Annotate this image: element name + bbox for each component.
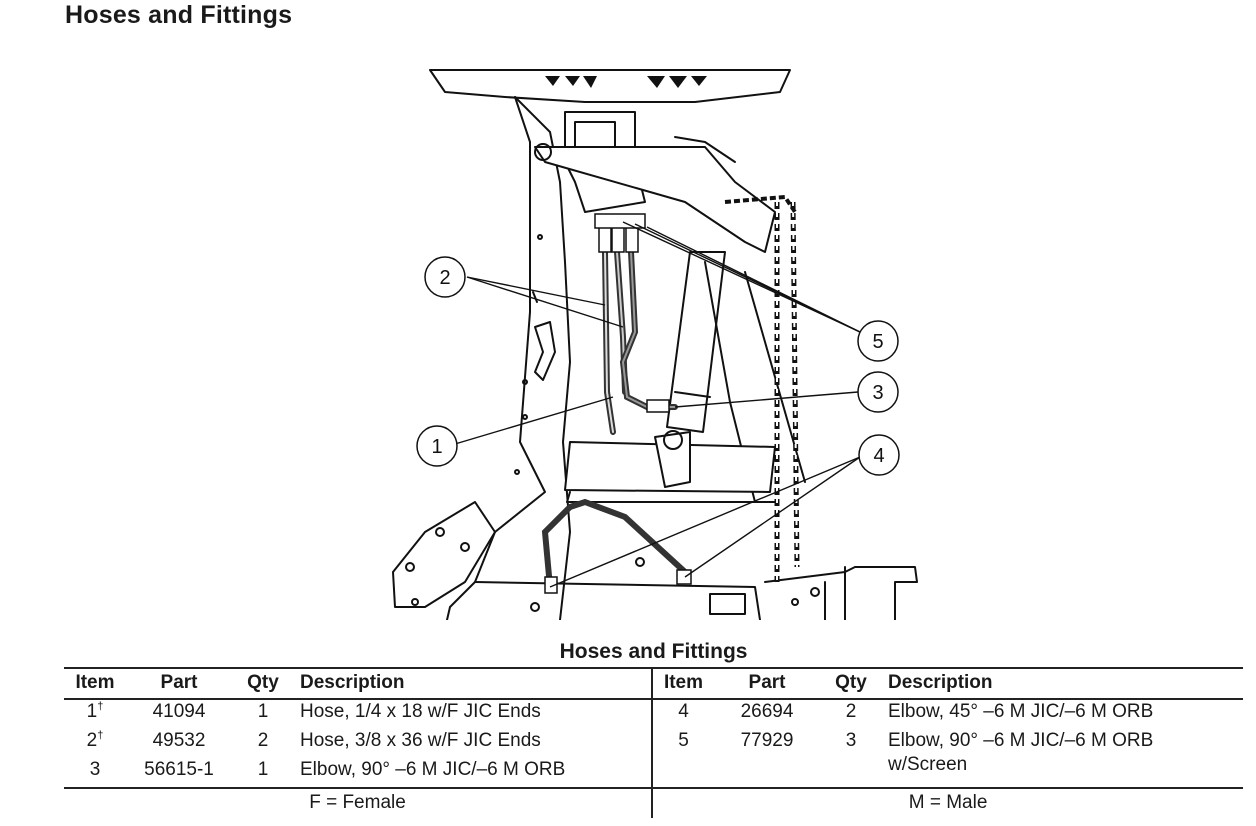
- callout-4: [858, 434, 900, 476]
- callout-label-5: 5: [872, 331, 883, 353]
- table-row: 3 56615-1 1 Elbow, 90° –6 M JIC/–6 M ORB: [64, 758, 1243, 788]
- mast-frame: [446, 96, 546, 620]
- callout-2: [424, 256, 466, 298]
- table-row: 2† 49532 2 Hose, 3/8 x 36 w/F JIC Ends 5…: [64, 729, 1243, 775]
- part-number: 77929: [740, 730, 794, 751]
- swing-arm: [534, 146, 776, 253]
- base-frame: [474, 581, 761, 620]
- quantity: 3: [845, 730, 857, 751]
- header-qty: Qty: [820, 668, 882, 700]
- item-number: 1: [86, 701, 98, 722]
- callout-5: [857, 320, 899, 362]
- description: Hose, 1/4 x 18 w/F JIC Ends: [294, 699, 653, 729]
- callout-label-3: 3: [872, 382, 883, 404]
- item-mark: †: [97, 700, 104, 713]
- part-number: 56615-1: [144, 759, 214, 780]
- callout-3: [857, 371, 899, 413]
- header-item: Item: [652, 668, 714, 700]
- illustration-svg: 1 2 3 4 5: [392, 69, 918, 620]
- lower-hose-left: [541, 504, 573, 590]
- hose-item-2b: [619, 249, 678, 410]
- callout-label-4: 4: [873, 445, 884, 467]
- description: Hose, 3/8 x 36 w/F JIC Ends: [294, 729, 653, 758]
- table-footer-row: F = Female M = Male: [64, 787, 1244, 818]
- page-title: Hoses and Fittings: [65, 1, 293, 29]
- description-line-2: w/Screen: [888, 754, 968, 775]
- table-header-row: Item Part Qty Description Item Part Qty …: [64, 668, 1244, 700]
- part-number: 41094: [152, 701, 206, 722]
- lower-hose-right: [567, 498, 688, 575]
- header-description: Description: [294, 668, 653, 700]
- callout-label-2: 2: [439, 267, 450, 289]
- header-qty: Qty: [232, 668, 294, 700]
- header-part: Part: [714, 668, 820, 700]
- parts-table: Hoses and Fittings Item Part Qty Descrip…: [64, 637, 1244, 818]
- part-number: 49532: [152, 730, 206, 751]
- header-part: Part: [126, 668, 232, 700]
- footer-female-legend: F = Female: [64, 787, 653, 818]
- table-caption: Hoses and Fittings: [64, 637, 1244, 669]
- quantity: 2: [845, 701, 857, 722]
- item-number: 3: [89, 759, 101, 780]
- quantity: 1: [257, 701, 269, 722]
- item-mark: †: [97, 729, 104, 742]
- description: Elbow, 90° –6 M JIC/–6 M ORB w/Screen: [882, 729, 1243, 788]
- description-line-1: Elbow, 90° –6 M JIC/–6 M ORB: [888, 730, 1154, 751]
- item-number: 5: [678, 730, 689, 751]
- callout-label-1: 1: [431, 436, 442, 458]
- footer-male-legend: M = Male: [652, 787, 1244, 818]
- description: Elbow, 45° –6 M JIC/–6 M ORB: [888, 701, 1154, 722]
- top-plate: [429, 69, 791, 103]
- header-description: Description: [882, 668, 1244, 700]
- leader-lines: [454, 221, 861, 588]
- header-item: Item: [64, 668, 126, 700]
- item-number: 2: [86, 730, 98, 751]
- chain-right: [790, 201, 800, 568]
- part-number: 26694: [740, 701, 794, 722]
- callout-1: [416, 425, 458, 467]
- hose-assembly-illustration: 1 2 3 4 5: [385, 62, 925, 620]
- description: Elbow, 90° –6 M JIC/–6 M ORB: [294, 758, 653, 788]
- item-number: 4: [678, 701, 689, 722]
- quantity: 1: [257, 759, 269, 780]
- quantity: 2: [257, 730, 269, 751]
- table-row: 1† 41094 1 Hose, 1/4 x 18 w/F JIC Ends 4…: [64, 699, 1243, 729]
